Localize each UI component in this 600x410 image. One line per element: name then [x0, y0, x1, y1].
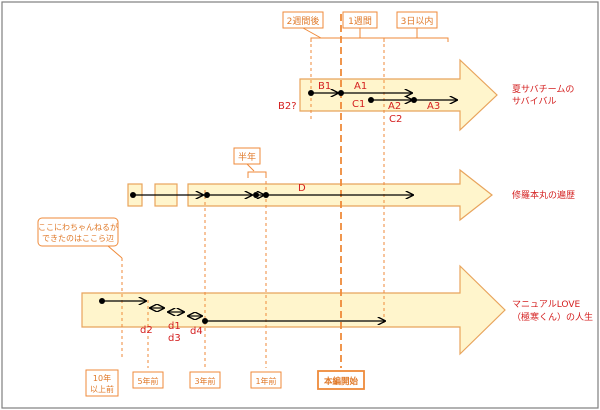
- label-half-year: 半年: [238, 151, 256, 163]
- label-c2: C2: [389, 114, 402, 125]
- label-d2: d2: [140, 325, 153, 336]
- svg-text:3年前: 3年前: [194, 376, 215, 386]
- track-title-summer-1: 夏サバチームの: [512, 84, 574, 95]
- track1-dots: [308, 90, 417, 103]
- track-title-shura: 修羅本丸の遍歴: [512, 189, 575, 201]
- label-c1: C1: [352, 99, 365, 110]
- label-2weeks: 2週間後: [287, 15, 320, 27]
- track-title-summer-2: サバイバル: [512, 96, 556, 107]
- track3-lines: [102, 301, 385, 321]
- track-title-manual-1: マニュアルLOVE: [512, 300, 581, 310]
- bottom-label-1year: 1年前: [250, 371, 282, 389]
- svg-text:10年: 10年: [93, 373, 111, 383]
- label-d3: d3: [168, 333, 181, 344]
- track-arrow-manual: [81, 264, 506, 356]
- bottom-label-5years: 5年前: [132, 371, 164, 389]
- label-d4: d4: [190, 326, 203, 337]
- label-b1: B1: [318, 81, 331, 92]
- svg-text:以上前: 以上前: [90, 384, 114, 394]
- callout-line2: できたのはここら辺: [42, 234, 114, 243]
- callout-bubble: ここにわちゃんねるが できたのはここら辺: [37, 217, 123, 259]
- track3-dots: [99, 298, 208, 324]
- label-a3: A3: [427, 101, 440, 112]
- label-d: D: [298, 183, 306, 194]
- bottom-label-main-start: 本編開始: [317, 370, 365, 390]
- half-year-bracket: 半年: [233, 147, 267, 178]
- label-b2q: B2?: [278, 101, 297, 112]
- svg-text:1年前: 1年前: [255, 376, 276, 386]
- svg-text:本編開始: 本編開始: [324, 376, 359, 387]
- top-bracket-1week: 1週間: [340, 11, 385, 42]
- top-bracket-2weeks: 2週間後: [282, 11, 342, 42]
- svg-text:5年前: 5年前: [137, 376, 158, 386]
- track1-lines: [311, 93, 457, 100]
- bottom-label-3years: 3年前: [189, 371, 221, 389]
- bottom-label-10years: 10年 以上前: [85, 369, 119, 397]
- track-title-manual-2: （極寒くん）の人生: [512, 311, 593, 323]
- label-1week: 1週間: [348, 16, 372, 27]
- label-a1: A1: [354, 81, 367, 92]
- track-arrow-summer: [299, 58, 498, 132]
- label-a2: A2: [388, 101, 401, 112]
- track2-dots: [130, 192, 269, 198]
- top-bracket-3days: 3日以内: [383, 11, 449, 42]
- callout-line1: ここにわちゃんねるが: [38, 222, 118, 232]
- label-3days: 3日以内: [401, 15, 434, 27]
- label-d1: d1: [168, 321, 181, 332]
- guide-lines: [121, 38, 385, 368]
